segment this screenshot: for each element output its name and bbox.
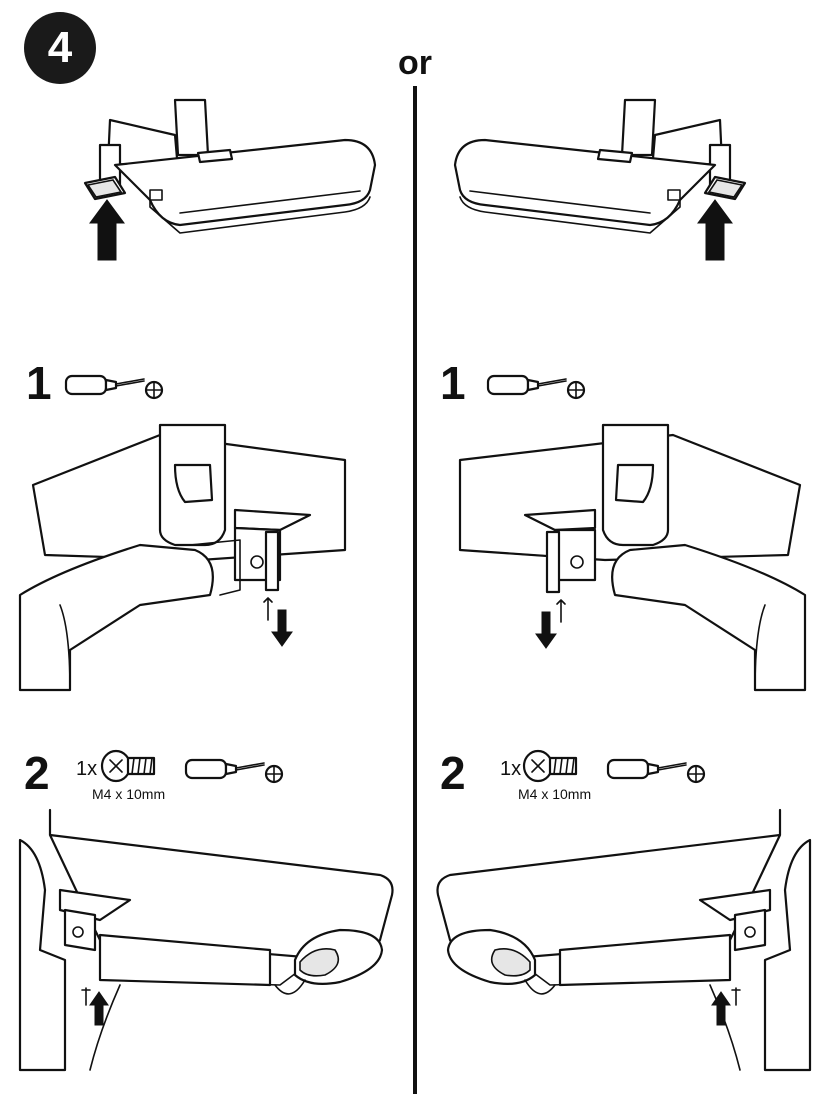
right-substep-1-number: 1 (440, 357, 466, 409)
arrow-up-icon (89, 199, 125, 261)
left-screw-quantity: 1x (76, 758, 98, 780)
substep-2-right-illustration (436, 808, 812, 1072)
substep-2-left-illustration (18, 808, 394, 1072)
left-substep-1-number: 1 (26, 357, 52, 409)
or-label: or (398, 44, 432, 82)
screwdriver-icon (184, 758, 284, 784)
substep-1-right-illustration (458, 423, 807, 692)
step-number: 4 (47, 23, 73, 72)
right-screw-size: M4 x 10mm (518, 786, 592, 802)
overview-left-illustration (83, 98, 377, 261)
arrow-down-icon (535, 611, 557, 649)
screwdriver-icon (64, 374, 164, 400)
left-screw-size: M4 x 10mm (92, 786, 166, 802)
arrow-up-icon (89, 991, 109, 1026)
left-substep-2-number: 2 (24, 747, 50, 799)
arrow-up-icon (711, 991, 731, 1026)
screw-icon (522, 749, 578, 783)
substep-1-left-illustration (18, 423, 347, 692)
arrow-down-icon (271, 609, 293, 647)
right-substep-2-number: 2 (440, 747, 466, 799)
screwdriver-icon (606, 758, 706, 784)
screw-icon (100, 749, 156, 783)
screwdriver-icon (486, 374, 586, 400)
right-screw-quantity: 1x (500, 758, 522, 780)
overview-right-illustration (453, 98, 747, 261)
center-divider (413, 86, 417, 1094)
step-number-badge: 4 (24, 12, 96, 84)
arrow-up-icon (697, 199, 733, 261)
